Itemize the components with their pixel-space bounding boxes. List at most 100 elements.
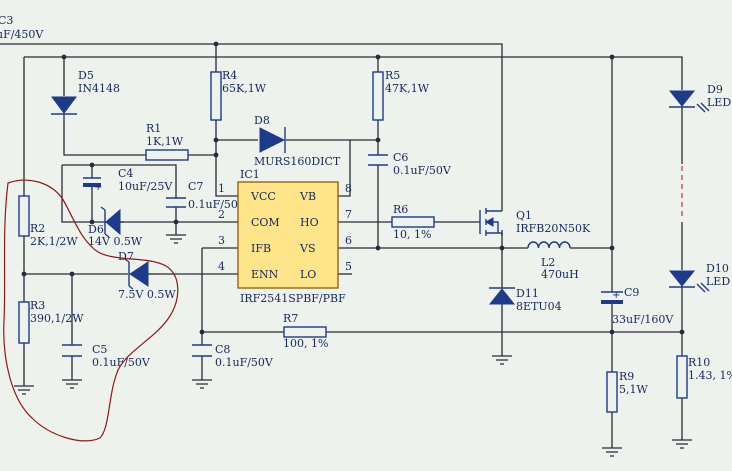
c5-ref: C5 (92, 343, 107, 356)
ic1-pin-num-1: 1 (218, 182, 225, 195)
d8-ref: D8 (254, 114, 270, 127)
r9-ref: R9 (619, 370, 634, 383)
ic1-pin-num-5: 5 (345, 260, 352, 273)
svg-text:+: + (612, 290, 620, 301)
r2-value: 2K,1/2W (30, 235, 78, 248)
l2-value: 470uH (541, 268, 579, 281)
ic1-pin-name-vb: VB (299, 190, 316, 203)
r4-ref: R4 (222, 69, 237, 82)
r5-value: 47K,1W (385, 82, 430, 95)
ground-c8 (192, 379, 212, 389)
c5-capacitor: C5 0.1uF/50V (62, 343, 151, 369)
c3-value: uF/450V (0, 28, 44, 41)
c4-ref: C4 (118, 167, 133, 180)
c6-value: 0.1uF/50V (393, 164, 452, 177)
r6-value: 10, 1% (393, 228, 431, 241)
r9-resistor: R9 5,1W (606, 370, 648, 413)
r6-resistor: R6 10, 1% (391, 203, 435, 241)
l2-ref: L2 (541, 256, 555, 269)
r7-resistor: R7 100, 1% (283, 312, 328, 350)
r5-resistor: R5 47K,1W (372, 69, 430, 121)
hand-drawn-highlight-loop (3, 179, 179, 442)
d11-ref: D11 (516, 287, 539, 300)
d6-zener: D6 14V 0.5W (88, 206, 143, 248)
c9-ref: C9 (624, 286, 639, 299)
r2-resistor: R2 2K,1/2W (18, 195, 78, 248)
d10-ref: D10 (706, 262, 729, 275)
r3-ref: R3 (30, 299, 45, 312)
d9-ref: D9 (707, 83, 723, 96)
ground-r3 (14, 385, 34, 395)
c6-ref: C6 (393, 151, 408, 164)
ic1-pin-name-enn: ENN (251, 268, 279, 281)
c8-value: 0.1uF/50V (215, 356, 274, 369)
c5-value: 0.1uF/50V (92, 356, 151, 369)
d6-ref: D6 (88, 223, 104, 236)
r6-ref: R6 (393, 203, 408, 216)
c7-capacitor: C7 0.1uF/50V (166, 180, 247, 211)
d5-diode: D5 IN4148 (51, 69, 120, 115)
ic1-pin-num-4: 4 (218, 260, 225, 273)
d5-value: IN4148 (78, 82, 120, 95)
d10-value: LED (706, 275, 730, 288)
d5-ref: D5 (78, 69, 94, 82)
ground-symbols (14, 355, 692, 457)
q1-value: IRFB20N50K (516, 222, 591, 235)
r9-value: 5,1W (619, 383, 648, 396)
ic1-ref: IC1 (240, 168, 260, 181)
c7-ref: C7 (188, 180, 203, 193)
r5-ref: R5 (385, 69, 400, 82)
ground-d11 (492, 355, 512, 365)
d7-ref: D7 (118, 250, 134, 263)
r10-ref: R10 (688, 356, 710, 369)
r3-value: 390,1/2W (30, 312, 84, 325)
ground-c5 (62, 379, 82, 389)
c6-capacitor: C6 0.1uF/50V (368, 151, 452, 177)
d8-value: MURS160DICT (254, 155, 341, 168)
d7-value: 7.5V 0.5W (118, 288, 176, 301)
d9-value: LED (707, 96, 731, 109)
ic1-pin-num-3: 3 (218, 234, 225, 247)
ic1-pin-name-vs: VS (299, 242, 315, 255)
ic1-pin-num-2: 2 (218, 208, 225, 221)
r10-resistor: R10 1.43, 1% (676, 355, 732, 399)
ground-r9 (602, 447, 622, 457)
ic1-pin-name-ifb: IFB (251, 242, 271, 255)
c3-ref: C3 (0, 14, 13, 27)
c3-label: C3 uF/450V (0, 14, 44, 41)
ic1-pin-num-6: 6 (345, 234, 352, 247)
c9-value: 33uF/160V (612, 313, 674, 326)
c4-capacitor: + C4 10uF/25V (83, 167, 173, 193)
r1-value: 1K,1W (146, 135, 184, 148)
c7-value: 0.1uF/50V (188, 198, 247, 211)
d10-led: D10 LED (668, 262, 730, 293)
ic1-pin-name-ho: HO (300, 216, 319, 229)
r4-value: 65K,1W (222, 82, 267, 95)
c9-capacitor: + C9 33uF/160V (601, 286, 674, 326)
ic1-part: IRF2541SPBF/PBF (240, 292, 346, 305)
ic1-chip: IC1 IRF2541SPBF/PBF VCC COM IFB ENN VB H… (218, 168, 352, 305)
wires (0, 43, 683, 448)
c8-ref: C8 (215, 343, 230, 356)
ic1-pin-num-7: 7 (345, 208, 352, 221)
d7-zener: D7 7.5V 0.5W (118, 250, 176, 301)
d9-led: D9 LED (668, 83, 731, 113)
ic1-pin-name-vcc: VCC (250, 190, 276, 203)
ic1-pin-name-com: COM (251, 216, 280, 229)
r7-ref: R7 (283, 312, 298, 325)
d8-diode: D8 MURS160DICT (254, 114, 341, 168)
r3-resistor: R3 390,1/2W (18, 299, 84, 344)
q1-ref: Q1 (516, 209, 532, 222)
q1-mosfet: Q1 IRFB20N50K (479, 208, 591, 236)
r1-ref: R1 (146, 122, 161, 135)
d11-value: 8ETU04 (516, 300, 562, 313)
d6-value: 14V 0.5W (88, 235, 143, 248)
c7-ground (166, 234, 186, 244)
r7-value: 100, 1% (283, 337, 328, 350)
ic1-pin-name-lo: LO (300, 268, 316, 281)
svg-text:+: + (94, 182, 102, 193)
r10-value: 1.43, 1% (688, 369, 732, 382)
d11-diode: D11 8ETU04 (488, 287, 562, 313)
r1-resistor: R1 1K,1W (145, 122, 189, 161)
